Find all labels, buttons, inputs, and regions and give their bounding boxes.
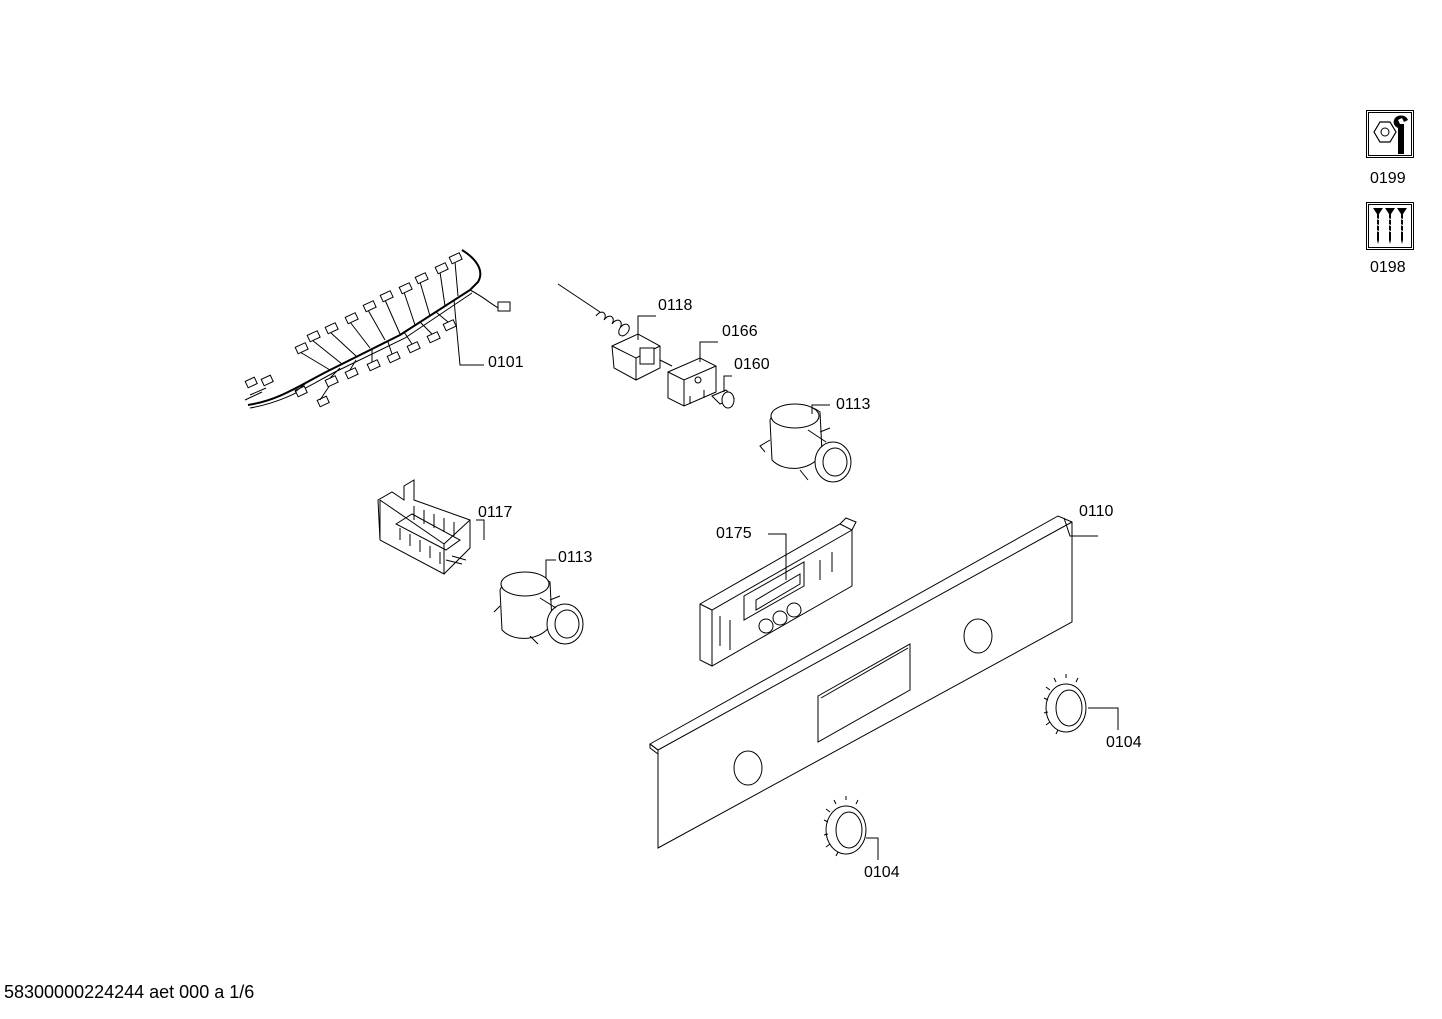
screws-icon[interactable] xyxy=(1366,202,1414,250)
leader-0118 xyxy=(637,315,656,340)
leader-0104-right xyxy=(1088,707,1119,730)
legend-label-0198: 0198 xyxy=(1370,259,1406,276)
part-label-0104-right[interactable]: 0104 xyxy=(1106,734,1142,751)
wrench-nut-icon[interactable] xyxy=(1366,110,1414,158)
part-label-0110[interactable]: 0110 xyxy=(1079,503,1114,520)
leader-0101 xyxy=(453,299,484,366)
part-label-0166[interactable]: 0166 xyxy=(722,323,758,340)
electronic-module[interactable] xyxy=(699,517,857,667)
document-id: 58300000224244 aet 000 a 1/6 xyxy=(4,982,255,1002)
part-label-0117[interactable]: 0117 xyxy=(478,504,513,521)
control-module-upper[interactable] xyxy=(759,403,852,483)
part-label-0160[interactable]: 0160 xyxy=(734,356,770,373)
leader-0113-lower xyxy=(545,559,556,578)
knob-ring-lower[interactable] xyxy=(823,796,867,857)
wiring-harness[interactable] xyxy=(244,249,511,409)
part-label-0175[interactable]: 0175 xyxy=(716,525,752,542)
part-label-0113-lower[interactable]: 0113 xyxy=(558,549,593,566)
bracket[interactable] xyxy=(667,357,717,407)
leader-0166 xyxy=(699,341,718,362)
leader-0113-upper xyxy=(811,404,830,414)
control-panel-fascia[interactable] xyxy=(649,515,1073,849)
control-module-lower[interactable] xyxy=(493,571,584,645)
leader-0160 xyxy=(723,375,732,392)
legend-label-0199: 0199 xyxy=(1370,170,1406,187)
leader-0175 xyxy=(768,533,787,580)
part-label-0113-upper[interactable]: 0113 xyxy=(836,396,871,413)
thermostat[interactable] xyxy=(557,283,673,381)
selector-switch[interactable] xyxy=(377,479,471,575)
adapter-pin[interactable] xyxy=(711,389,735,409)
leader-0117 xyxy=(476,519,485,540)
part-label-0118[interactable]: 0118 xyxy=(658,297,693,314)
part-label-0101[interactable]: 0101 xyxy=(488,354,524,371)
leader-0104-lower xyxy=(866,837,879,860)
knob-ring-right[interactable] xyxy=(1043,674,1087,735)
part-label-0104-lower[interactable]: 0104 xyxy=(864,864,900,881)
leader-0110 xyxy=(1063,517,1098,537)
